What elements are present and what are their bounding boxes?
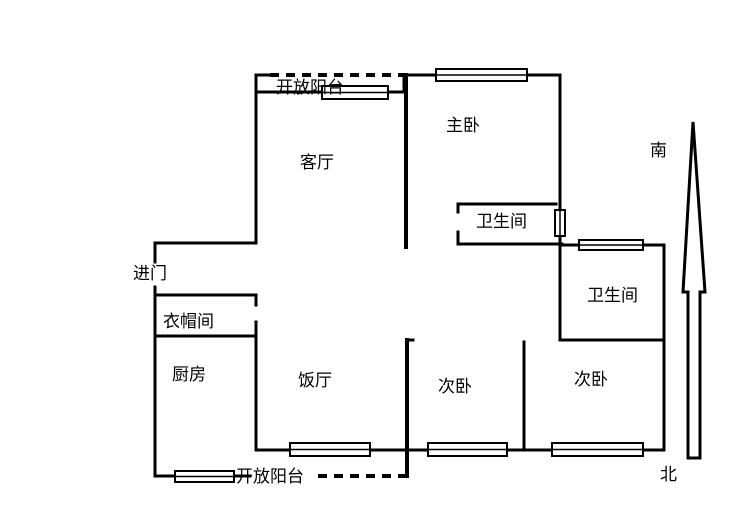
label-cloakroom: 衣帽间 [163,312,214,332]
balcony-top-left-stub [254,73,272,94]
label-master-bath: 卫生间 [476,212,527,232]
label-balcony-top: 开放阳台 [276,78,344,98]
window-kitchen [174,470,235,483]
label-entrance: 进门 [133,264,167,284]
window-bedroom-a [427,442,508,457]
walls [153,73,666,478]
label-dining-room: 饭厅 [298,371,332,391]
window-balcony-top [321,85,389,100]
label-south: 南 [650,141,667,161]
compass-labels: 南 北 [650,141,677,485]
label-bedroom-a: 次卧 [438,377,472,397]
master-bath-walls [456,202,564,246]
label-balcony-bottom: 开放阳台 [236,467,304,487]
label-master-bedroom: 主卧 [446,116,480,136]
second-bath-left-wall [558,243,666,342]
window-second-bath [578,239,644,251]
kitchen-right-wall [254,320,292,452]
window-bedroom-b [551,442,644,457]
window-dining [289,442,371,457]
master-top-wall-right [525,73,562,212]
window-master-top [435,68,528,82]
windows [174,68,644,483]
second-bath-top-wall-right [641,243,666,452]
label-living-room: 客厅 [300,153,334,173]
label-north: 北 [660,465,677,485]
north-south-arrow [681,121,707,460]
label-kitchen: 厨房 [172,365,206,385]
cloakroom-top-wall [153,293,258,307]
window-master-bath [554,209,566,237]
label-second-bath: 卫生间 [587,286,638,306]
entrance-lower-wall [153,285,177,478]
room-labels: 开放阳台 客厅 主卧 卫生间 卫生间 进门 衣帽间 厨房 饭厅 次卧 次卧 开放… [133,78,638,487]
label-bedroom-b: 次卧 [574,370,608,390]
living-room-left-wall [153,90,258,264]
